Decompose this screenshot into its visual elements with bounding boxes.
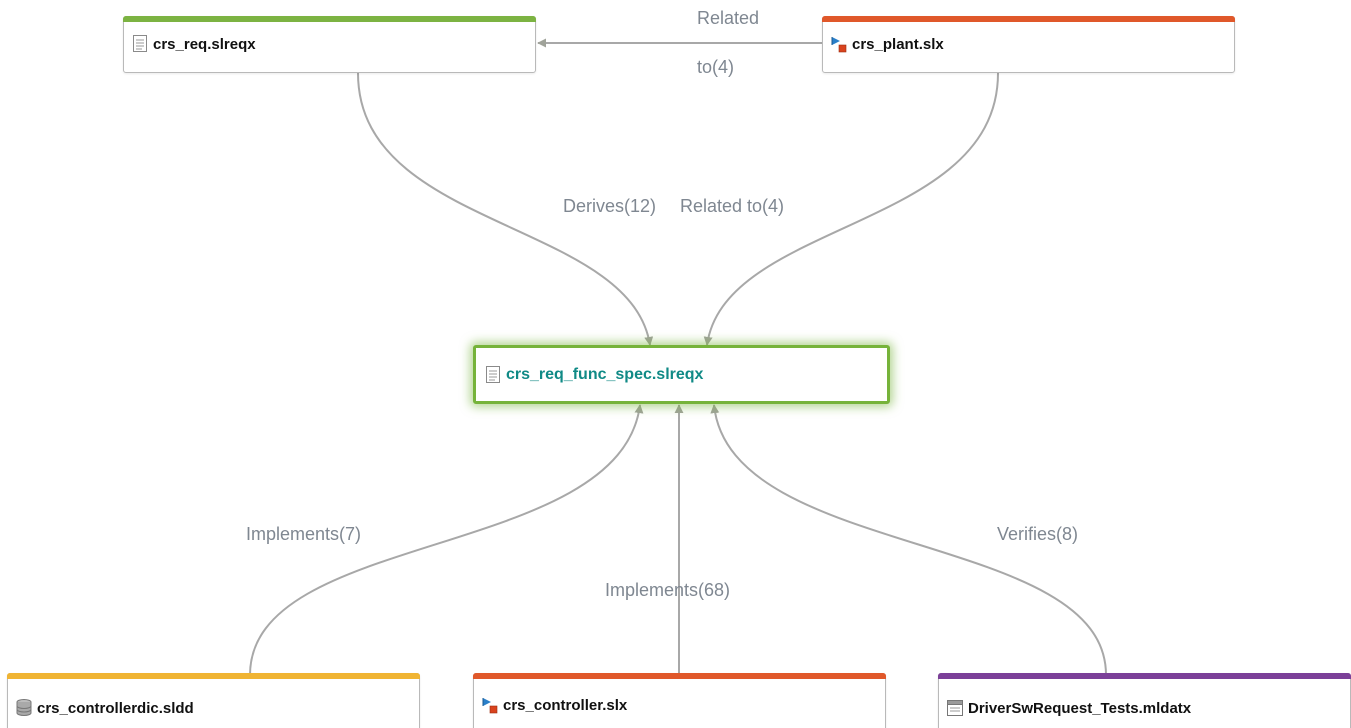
edge-label-verifies: Verifies(8) — [997, 524, 1079, 545]
node-crs-req-func-spec[interactable]: crs_req_func_spec.slreqx — [473, 345, 890, 404]
node-driverswrequest-tests[interactable]: DriverSwRequest_Tests.mldatx — [938, 673, 1351, 728]
node-label: DriverSwRequest_Tests.mldatx — [968, 699, 1192, 717]
simulink-model-icon — [482, 696, 498, 714]
edge-req-to-func-spec[interactable] — [357, 72, 654, 346]
node-color-bar — [938, 673, 1351, 679]
node-crs-controllerdic[interactable]: crs_controllerdic.sldd — [7, 673, 420, 728]
data-dictionary-icon — [16, 699, 32, 717]
requirement-doc-icon — [485, 366, 501, 384]
edge-plant-to-func-spec[interactable] — [703, 72, 999, 346]
node-color-bar — [7, 673, 420, 679]
node-label: crs_req.slreqx — [153, 35, 256, 53]
simulink-model-icon — [831, 35, 847, 53]
edge-label-related-line1: Related — [697, 8, 760, 28]
node-crs-plant[interactable]: crs_plant.slx — [822, 16, 1235, 73]
node-label: crs_plant.slx — [852, 35, 944, 53]
node-label: crs_controllerdic.sldd — [37, 699, 194, 717]
edge-controllerdic-to-func-spec[interactable] — [249, 404, 644, 676]
edge-label-implements-dic: Implements(7) — [246, 524, 362, 545]
node-crs-controller[interactable]: crs_controller.slx — [473, 673, 886, 728]
edge-tests-to-func-spec[interactable] — [710, 404, 1107, 676]
edge-label-implements-ctrl: Implements(68) — [605, 580, 731, 600]
node-color-bar — [822, 16, 1235, 22]
node-color-bar — [473, 673, 886, 679]
requirement-doc-icon — [132, 35, 148, 53]
edge-label-derives: Derives(12) — [563, 196, 657, 217]
node-crs-req[interactable]: crs_req.slreqx — [123, 16, 536, 73]
test-file-icon — [947, 699, 963, 717]
node-label: crs_req_func_spec.slreqx — [506, 366, 704, 383]
node-label: crs_controller.slx — [503, 696, 628, 714]
node-color-bar — [123, 16, 536, 22]
edge-label-related-line2: to(4) — [697, 57, 735, 77]
edge-label-related-to: Related to(4) — [680, 196, 785, 217]
